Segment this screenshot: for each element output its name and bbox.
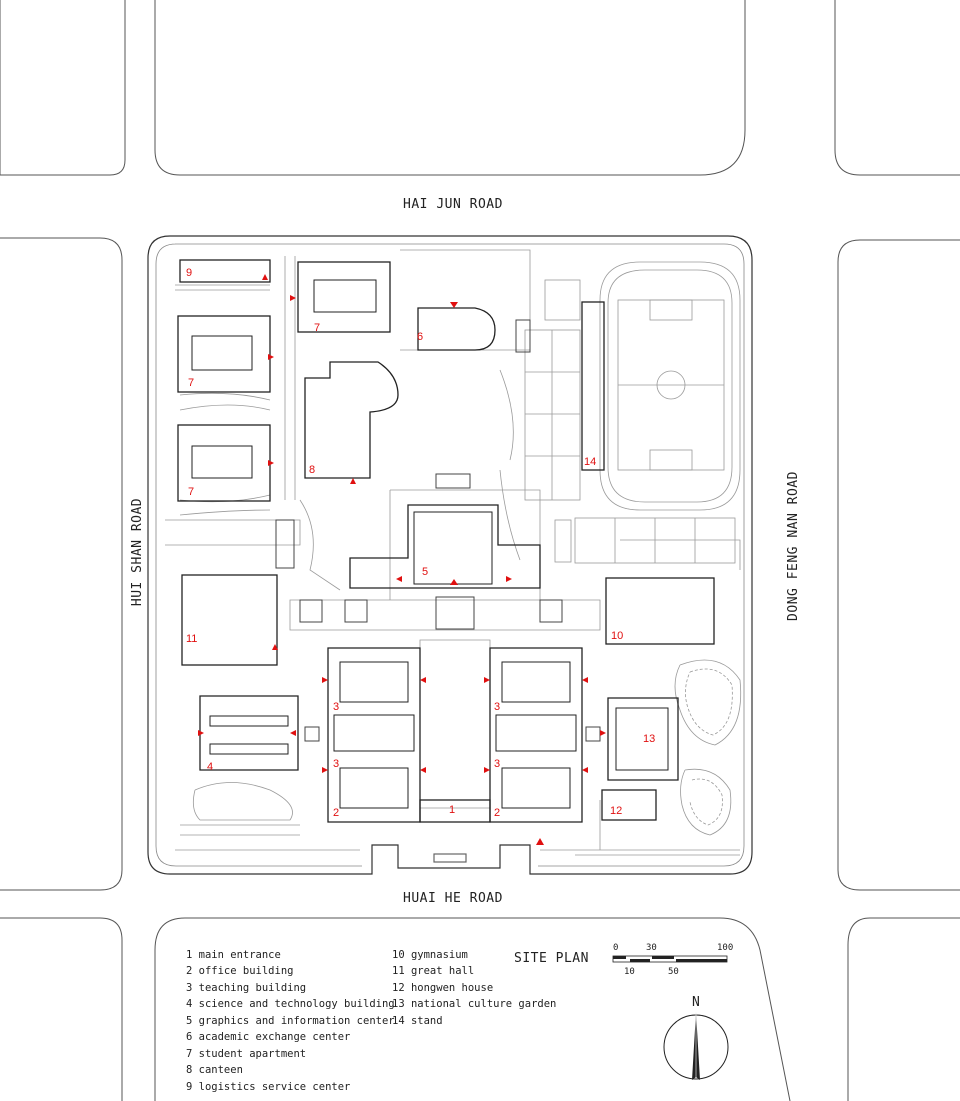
bldg-teaching-east — [489, 647, 583, 823]
road-label-east: DONG FENG NAN ROAD — [786, 471, 801, 621]
marker-14: 14 — [584, 456, 596, 468]
marker-2-west: 2 — [333, 807, 339, 819]
marker-3-west-a: 3 — [333, 701, 339, 713]
bldg-academic — [417, 307, 496, 351]
legend-column-2: 10 gymnasium 11 great hall 12 hongwen ho… — [392, 949, 556, 1027]
legend-item: 9 logistics service center — [186, 1081, 350, 1093]
legend-item: 11 great hall — [392, 965, 474, 977]
bldg-apartment-w1 — [177, 315, 271, 393]
scale-label: 0 — [613, 943, 618, 953]
bldg-apartment-n — [297, 261, 391, 333]
road-label-north: HAI JUN ROAD — [403, 197, 503, 212]
block-s — [154, 917, 791, 1101]
legend-item: 5 graphics and information center — [186, 1015, 395, 1027]
marker-7-west-b: 7 — [188, 486, 194, 498]
marker-1: 1 — [449, 804, 455, 816]
marker-3-west-b: 3 — [333, 758, 339, 770]
legend-item: 1 main entrance — [186, 949, 281, 961]
marker-2-east: 2 — [494, 807, 500, 819]
bldg-hongwen — [601, 789, 657, 821]
bldg-great-hall — [181, 574, 278, 666]
block-nw — [0, 0, 126, 176]
bldg-culture-garden — [607, 697, 679, 781]
bldg-logistics — [179, 259, 271, 283]
block-sw — [0, 917, 123, 1101]
marker-11: 11 — [186, 633, 197, 645]
legend-item: 12 hongwen house — [392, 982, 493, 994]
road-label-west: HUI SHAN ROAD — [130, 498, 145, 606]
scale-label: 30 — [646, 943, 657, 953]
legend-item: 4 science and technology building — [186, 998, 395, 1010]
marker-3-east-b: 3 — [494, 758, 500, 770]
legend-item: 10 gymnasium — [392, 949, 468, 961]
block-e — [837, 239, 960, 891]
scale-label: 100 — [717, 943, 733, 953]
marker-12: 12 — [610, 805, 622, 817]
bldg-stand — [581, 301, 605, 471]
block-se — [847, 917, 960, 1101]
marker-7-west-a: 7 — [188, 377, 194, 389]
bldg-canteen — [304, 361, 399, 479]
campus-boundary — [147, 235, 753, 875]
bldg-science — [199, 695, 299, 771]
legend-item: 6 academic exchange center — [186, 1031, 350, 1043]
marker-3-east-a: 3 — [494, 701, 500, 713]
marker-5: 5 — [422, 566, 428, 578]
road-label-south: HUAI HE ROAD — [403, 891, 503, 906]
legend-item: 13 national culture garden — [392, 998, 556, 1010]
marker-13: 13 — [643, 733, 655, 745]
block-w — [0, 237, 123, 891]
bldg-gymnasium — [605, 577, 715, 645]
marker-8: 8 — [309, 464, 315, 476]
legend-item: 8 canteen — [186, 1064, 243, 1076]
bldg-graphics — [349, 504, 541, 589]
sports-field — [524, 261, 741, 564]
north-label: N — [692, 995, 700, 1010]
bldg-main-entrance — [419, 799, 491, 823]
internal-paths — [165, 249, 741, 856]
marker-6: 6 — [417, 331, 423, 343]
buildings — [177, 259, 715, 823]
legend-item: 3 teaching building — [186, 982, 306, 994]
scale-label: 50 — [668, 967, 679, 977]
marker-7-north: 7 — [314, 322, 320, 334]
legend-column-1: 1 main entrance 2 office building 3 teac… — [186, 949, 395, 1093]
north-arrow-icon: N — [663, 995, 729, 1080]
marker-9: 9 — [186, 267, 192, 279]
block-n — [154, 0, 746, 176]
legend-item: 7 student apartment — [186, 1048, 306, 1060]
block-ne — [834, 0, 960, 176]
legend-item: 2 office building — [186, 965, 293, 977]
marker-10: 10 — [611, 630, 623, 642]
marker-4: 4 — [207, 761, 213, 773]
legend-item: 14 stand — [392, 1015, 443, 1027]
plan-title: SITE PLAN — [514, 951, 589, 966]
plazas — [275, 319, 601, 742]
scale-label: 10 — [624, 967, 635, 977]
entrance-arrows — [198, 274, 606, 845]
scale-bar: 0 30 100 10 50 — [612, 943, 733, 977]
